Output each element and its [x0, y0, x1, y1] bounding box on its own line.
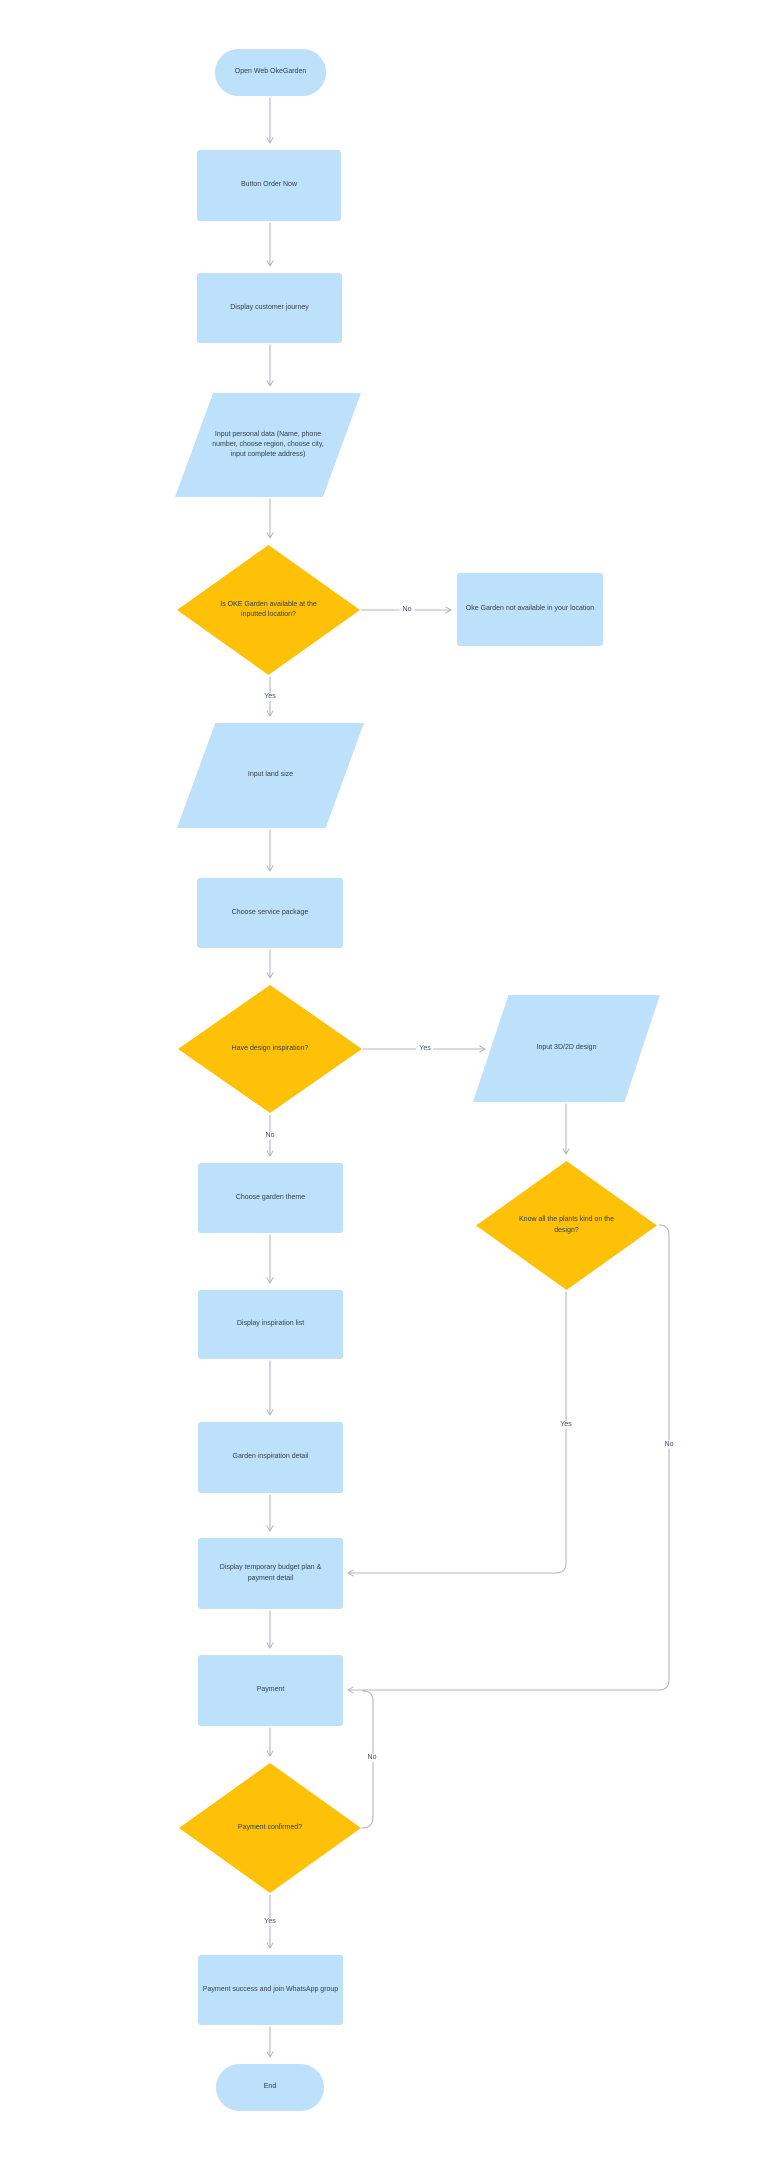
- edge-label-design-yes: Yes: [416, 1044, 434, 1054]
- node-garden-inspiration-detail: Garden inspiration detail: [198, 1422, 343, 1493]
- process-shape: [197, 273, 342, 343]
- node-design-inspiration-decision: Have design inspiration?: [178, 985, 362, 1113]
- node-end: End: [216, 2064, 324, 2111]
- node-choose-garden-theme-label: Choose garden theme: [235, 1193, 306, 1201]
- process-shape: [198, 1655, 343, 1726]
- parallelogram-shape: [473, 995, 660, 1102]
- node-choose-garden-theme: Choose garden theme: [198, 1163, 343, 1233]
- process-shape: [197, 878, 343, 948]
- node-payment-success: Payment success and join WhatsApp group: [198, 1955, 343, 2025]
- process-shape: [198, 1538, 343, 1609]
- node-button-order-now-label: Button Order Now: [240, 181, 298, 189]
- node-payment-success-label: Payment success and join WhatsApp group: [202, 1985, 339, 1993]
- node-input-personal-data: Input personal data (Name, phone number,…: [175, 393, 361, 497]
- edge-label-plants-yes: Yes: [557, 1420, 575, 1430]
- edge-label-availability-yes: Yes: [261, 692, 279, 702]
- node-display-customer-journey: Display customer journey: [197, 273, 342, 343]
- node-garden-inspiration-detail-label: Garden inspiration detail: [232, 1453, 309, 1461]
- node-choose-service-package-label: Choose service package: [231, 908, 309, 916]
- node-not-available: Oke Garden not available in your locatio…: [457, 573, 603, 646]
- node-budget-plan-label: Display temporary budget plan & payment …: [219, 1564, 322, 1582]
- node-design-inspiration-decision-label: Have design inspiration?: [231, 1044, 309, 1052]
- node-budget-plan: Display temporary budget plan & payment …: [198, 1538, 343, 1609]
- node-input-3d2d-design: Input 3D/2D design: [473, 995, 660, 1102]
- node-display-customer-journey-label: Display customer journey: [230, 303, 309, 311]
- process-shape: [198, 1290, 343, 1359]
- node-input-land-size-label: Input land size: [247, 771, 294, 779]
- process-shape: [457, 573, 603, 646]
- terminator-shape: [215, 49, 326, 96]
- node-input-3d2d-design-label: Input 3D/2D design: [536, 1044, 597, 1052]
- process-shape: [198, 1422, 343, 1493]
- process-shape: [197, 150, 341, 221]
- node-availability-decision-label: Is OKE Garden available at the inputted …: [220, 600, 317, 618]
- node-payment: Payment: [198, 1655, 343, 1726]
- node-not-available-label: Oke Garden not available in your locatio…: [465, 605, 595, 613]
- node-display-inspiration-list-label: Display inspiration list: [236, 1320, 305, 1328]
- edge-label-payment-no: No: [364, 1753, 380, 1763]
- node-availability-decision: Is OKE Garden available at the inputted …: [177, 545, 360, 675]
- node-start: Open Web OkeGarden: [215, 49, 326, 96]
- process-shape: [198, 1955, 343, 2025]
- edge-label-availability-no: No: [399, 605, 415, 615]
- edge-label-plants-no: No: [661, 1440, 677, 1450]
- edge-label-design-no: No: [262, 1131, 278, 1141]
- node-start-label: Open Web OkeGarden: [234, 68, 307, 76]
- terminator-shape: [216, 2064, 324, 2111]
- edge-label-payment-yes: Yes: [261, 1917, 279, 1927]
- node-input-land-size: Input land size: [177, 723, 364, 828]
- process-shape: [198, 1163, 343, 1233]
- node-payment-confirmed-decision-label: Payment confirmed?: [237, 1823, 303, 1831]
- node-display-inspiration-list: Display inspiration list: [198, 1290, 343, 1359]
- edge-plants-yes: [347, 1291, 567, 1577]
- node-choose-service-package: Choose service package: [197, 878, 343, 948]
- node-plants-known-decision-label: Know all the plants kind on the design?: [519, 1216, 614, 1234]
- node-input-personal-data-label: Input personal data (Name, phone number,…: [212, 430, 324, 459]
- node-button-order-now: Button Order Now: [197, 150, 341, 221]
- node-plants-known-decision: Know all the plants kind on the design?: [476, 1161, 657, 1290]
- node-payment-label: Payment: [256, 1686, 285, 1694]
- node-payment-confirmed-decision: Payment confirmed?: [179, 1763, 361, 1893]
- node-end-label: End: [263, 2083, 277, 2091]
- edge-plants-no: [347, 1224, 670, 1694]
